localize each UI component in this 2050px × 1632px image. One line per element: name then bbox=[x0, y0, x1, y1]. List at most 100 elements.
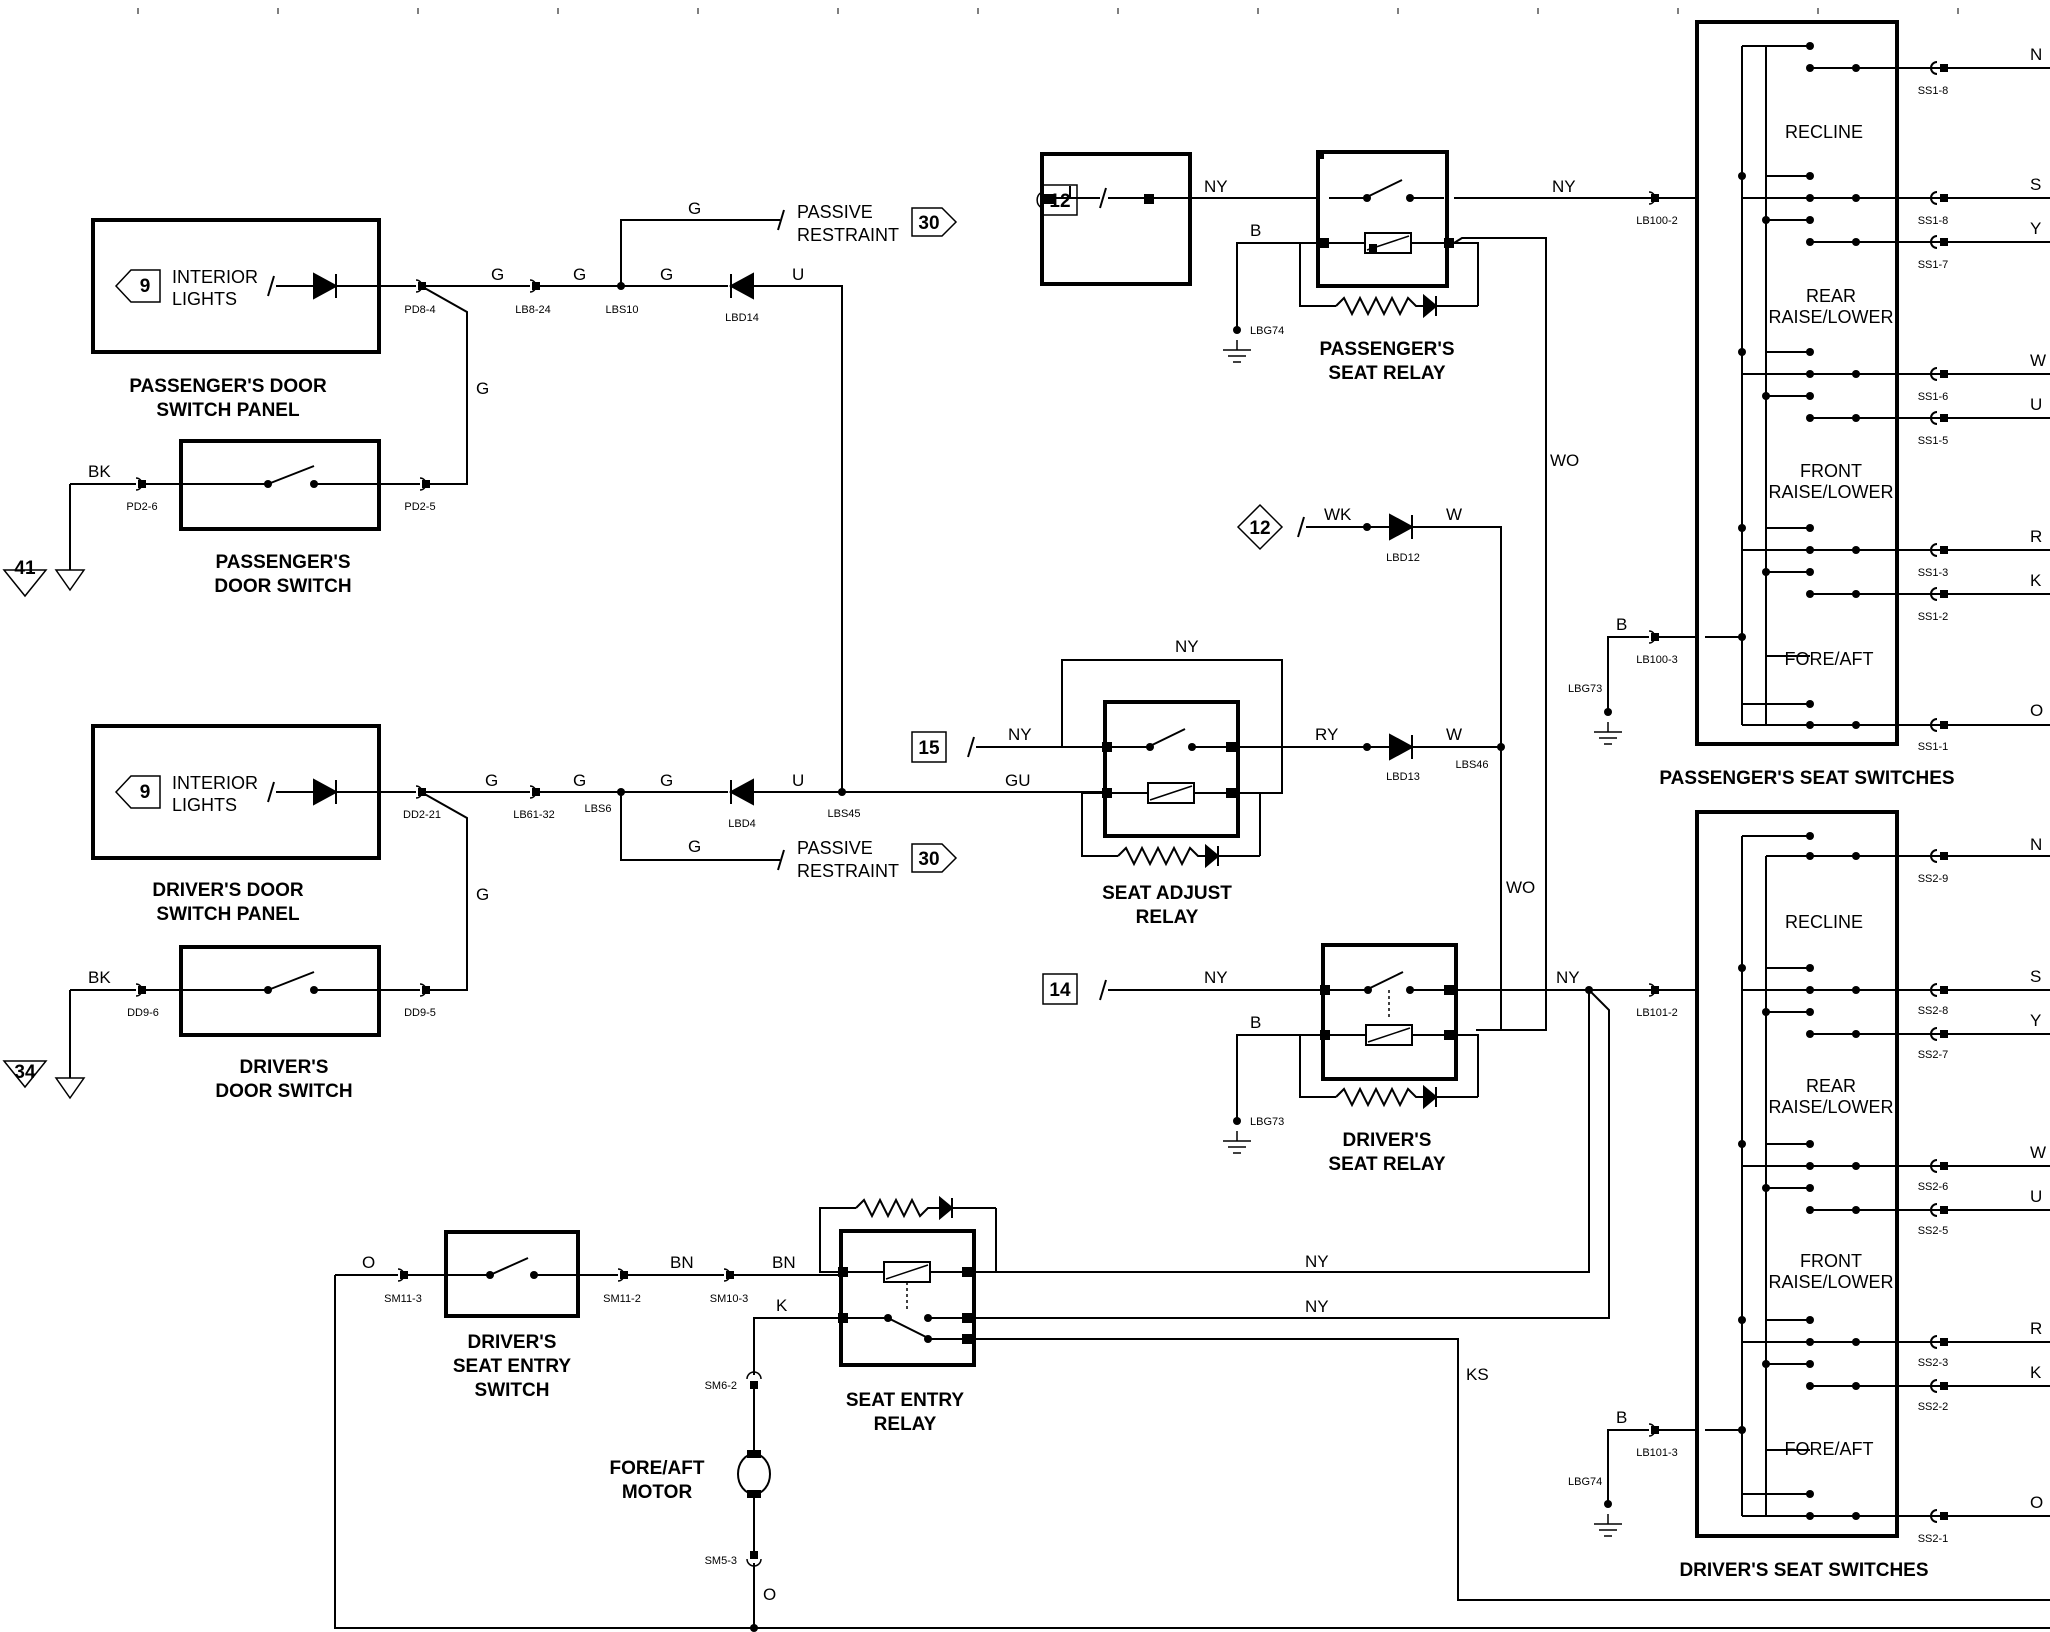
seat-adjust-relay-label-1: SEAT ADJUST bbox=[1102, 883, 1232, 904]
connector-sm11-2 bbox=[617, 1268, 629, 1282]
pin-icon bbox=[1940, 721, 1948, 729]
wire-label: NY bbox=[1556, 968, 1580, 987]
switch-contact bbox=[1806, 1360, 1814, 1368]
driver-switch-pins bbox=[1930, 849, 2050, 1523]
interior-lights-ref-number: 9 bbox=[140, 276, 151, 297]
interior-lights-ref-marker bbox=[114, 775, 161, 809]
drv-recline-label: RECLINE bbox=[1785, 912, 1863, 932]
passive-restraint-ref-number: 30 bbox=[918, 849, 939, 870]
passenger-seat-relay-label-2: SEAT RELAY bbox=[1328, 363, 1446, 384]
pin-icon bbox=[1930, 411, 1938, 425]
connector-label: DD9-6 bbox=[127, 1007, 159, 1019]
pin-icon bbox=[1940, 1338, 1948, 1346]
wire-label: WO bbox=[1506, 878, 1535, 897]
connector-dd9-5 bbox=[419, 983, 431, 997]
drv-fore-aft-label: FORE/AFT bbox=[1785, 1439, 1874, 1459]
wire-label: W bbox=[1446, 725, 1462, 744]
pin-label: SS2-6 bbox=[1918, 1181, 1949, 1193]
passive-restraint-ref-marker bbox=[911, 207, 958, 237]
diode-icon bbox=[313, 272, 339, 300]
driver-door-switch-panel: 9 INTERIOR LIGHTS bbox=[91, 724, 381, 860]
pin-label: SS2-1 bbox=[1918, 1533, 1949, 1545]
pin-icon bbox=[1930, 1379, 1938, 1393]
diode-label: LBD13 bbox=[1386, 771, 1420, 783]
pin-label: SS1-2 bbox=[1918, 611, 1949, 623]
pin-icon bbox=[1930, 1159, 1938, 1173]
wire-label: W bbox=[2030, 1143, 2046, 1162]
wire-label: S bbox=[2030, 175, 2041, 194]
switch-contact bbox=[1806, 392, 1814, 400]
passive-restraint-label-1: PASSIVE bbox=[797, 202, 873, 222]
pin-icon bbox=[1940, 238, 1948, 246]
driver-switch-contacts bbox=[1806, 832, 1940, 1520]
passenger-door-switch-label-2: DOOR SWITCH bbox=[214, 576, 351, 597]
wire-label: S bbox=[2030, 967, 2041, 986]
passenger-switch-outputs bbox=[1648, 191, 1697, 644]
drv-rear-label-2: RAISE/LOWER bbox=[1768, 1097, 1893, 1117]
connector-label: LB101-3 bbox=[1636, 1447, 1678, 1459]
wire-label: NY bbox=[1204, 177, 1228, 196]
pin-label: SS1-7 bbox=[1918, 259, 1949, 271]
wire-label: NY bbox=[1305, 1252, 1329, 1271]
driver-seat-entry-switch-label-2: SEAT ENTRY bbox=[453, 1356, 572, 1377]
interior-lights-label-1: INTERIOR bbox=[172, 267, 258, 287]
wk-feed-ref-number: 12 bbox=[1249, 518, 1270, 539]
pass-rear-label-2: RAISE/LOWER bbox=[1768, 307, 1893, 327]
splice-lbs45 bbox=[838, 788, 846, 796]
seat-adjust-feed-ref-number: 15 bbox=[918, 738, 940, 759]
connector-pd2-5 bbox=[419, 477, 431, 491]
pass-front-label-1: FRONT bbox=[1800, 461, 1862, 481]
seat-adjust-feed-ref-box bbox=[911, 731, 947, 763]
ground-icon bbox=[1222, 1130, 1252, 1154]
pin-icon bbox=[1940, 852, 1948, 860]
connector-label: SM6-2 bbox=[705, 1380, 737, 1392]
passenger-door-switch-label-1: PASSENGER'S bbox=[215, 552, 350, 573]
passenger-seat-switches-label: PASSENGER'S SEAT SWITCHES bbox=[1659, 768, 1954, 789]
switch-contact bbox=[1806, 1316, 1814, 1324]
pin-label: SS2-9 bbox=[1918, 873, 1949, 885]
connector-label: PD2-5 bbox=[404, 501, 435, 513]
connector-label: PD2-6 bbox=[126, 501, 157, 513]
pin-icon bbox=[1940, 1382, 1948, 1390]
wire-label: G bbox=[476, 885, 489, 904]
wire-label: U bbox=[792, 771, 804, 790]
driver-door-panel-label-2: SWITCH PANEL bbox=[156, 904, 300, 925]
diode-lbd14-icon bbox=[728, 272, 754, 300]
connector-label: LB100-3 bbox=[1636, 654, 1678, 666]
passenger-door-switch-panel: 9 INTERIOR LIGHTS bbox=[91, 218, 381, 354]
switch-contact bbox=[1806, 568, 1814, 576]
wire-label: O bbox=[763, 1585, 776, 1604]
wk-feed-ref-marker bbox=[1236, 503, 1284, 551]
splice-lbs46 bbox=[1497, 743, 1505, 751]
pin-icon bbox=[1930, 235, 1938, 249]
wire-label: K bbox=[776, 1296, 788, 1315]
pin-icon bbox=[1930, 191, 1938, 205]
passenger-switch-contacts bbox=[1806, 42, 1940, 729]
wire-label: GU bbox=[1005, 771, 1031, 790]
wire-label: B bbox=[1616, 1408, 1627, 1427]
connector-label: LB100-2 bbox=[1636, 215, 1678, 227]
pin-label: SS1-6 bbox=[1918, 391, 1949, 403]
drv-front-label-1: FRONT bbox=[1800, 1251, 1862, 1271]
switch-contact bbox=[1806, 172, 1814, 180]
connector-label: DD2-21 bbox=[403, 809, 441, 821]
ground-ref-number: 41 bbox=[14, 558, 36, 579]
pin-icon bbox=[1940, 194, 1948, 202]
ground-icon bbox=[1593, 721, 1623, 745]
driver-switch-outputs bbox=[1648, 983, 1697, 1437]
switch-contact bbox=[1806, 1490, 1814, 1498]
pin-icon bbox=[1940, 414, 1948, 422]
fore-aft-motor-label-1: FORE/AFT bbox=[610, 1458, 705, 1479]
wire-label: B bbox=[1250, 221, 1261, 240]
connector-lb8-24 bbox=[529, 279, 541, 293]
pin-icon bbox=[1940, 1512, 1948, 1520]
pin-icon bbox=[1930, 543, 1938, 557]
driver-seat-entry-switch bbox=[444, 1230, 580, 1318]
wire-label: U bbox=[2030, 395, 2042, 414]
frame-ticks bbox=[137, 8, 1959, 14]
connector-label: LB61-32 bbox=[513, 809, 555, 821]
wire-label: NY bbox=[1305, 1297, 1329, 1316]
passenger-switch-pins bbox=[1930, 61, 2050, 732]
switch-contact bbox=[1806, 964, 1814, 972]
driver-door-switch bbox=[179, 945, 381, 1037]
